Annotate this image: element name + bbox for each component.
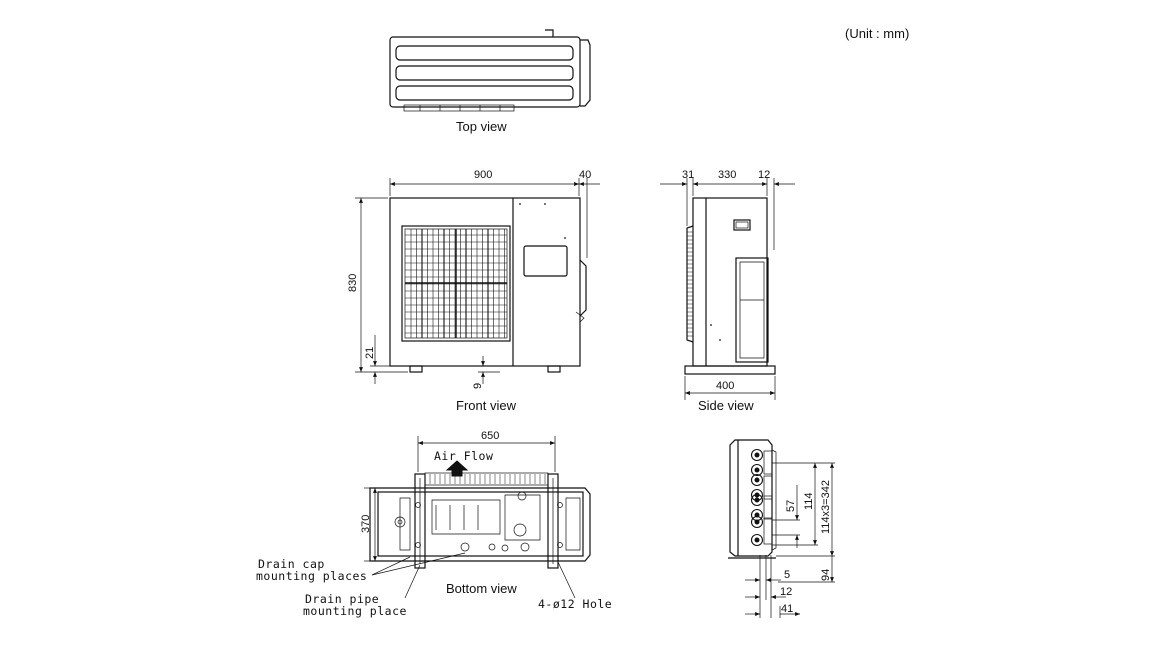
dim-rear-e: 5 [784, 569, 790, 581]
dim-rear-f: 12 [780, 586, 792, 598]
dim-front-width: 900 [474, 169, 492, 181]
dim-front-foot: 21 [364, 347, 376, 359]
dim-side-depth: 330 [718, 169, 736, 181]
dim-front-height: 830 [347, 274, 359, 292]
drain-pipe-label-2: mounting place [303, 604, 407, 618]
air-flow-arrow [445, 460, 469, 477]
dim-front-gap: 9 [472, 383, 484, 389]
dim-front-extra: 40 [579, 169, 591, 181]
bottom-view: Air Flow 650 370 Drain cap mounting plac… [256, 430, 612, 618]
dim-bottom-span: 650 [481, 430, 499, 442]
drain-cap-label-2: mounting places [256, 569, 367, 583]
dim-side-right: 12 [758, 169, 770, 181]
fan-grille [401, 225, 511, 342]
dim-bottom-depth: 370 [360, 515, 372, 533]
dim-rear-d: 94 [820, 569, 832, 581]
top-view: Top view [389, 29, 591, 134]
dim-rear-g: 41 [781, 603, 793, 615]
drain-pipe-label-1: Drain pipe [305, 592, 379, 606]
dim-rear-c: 114x3=342 [820, 480, 832, 534]
hole-label: 4-ø12 Hole [538, 597, 612, 611]
dim-rear-b: 114 [803, 492, 815, 510]
dim-rear-a: 57 [785, 500, 797, 512]
rear-detail-view: 57 114 114x3=342 94 5 12 41 [728, 439, 835, 618]
bottom-view-label: Bottom view [446, 581, 517, 596]
drain-cap-label-1: Drain cap [258, 557, 325, 571]
air-flow-label: Air Flow [434, 449, 493, 463]
unit-note: (Unit : mm) [845, 26, 909, 41]
top-view-label: Top view [456, 119, 507, 134]
front-view-label: Front view [456, 398, 517, 413]
front-view: 900 40 830 21 9 Front view [347, 169, 600, 413]
side-view-label: Side view [698, 398, 754, 413]
dim-side-base: 400 [716, 380, 734, 392]
dim-side-left: 31 [682, 169, 694, 181]
side-view: 31 330 12 400 Side view [660, 169, 795, 413]
